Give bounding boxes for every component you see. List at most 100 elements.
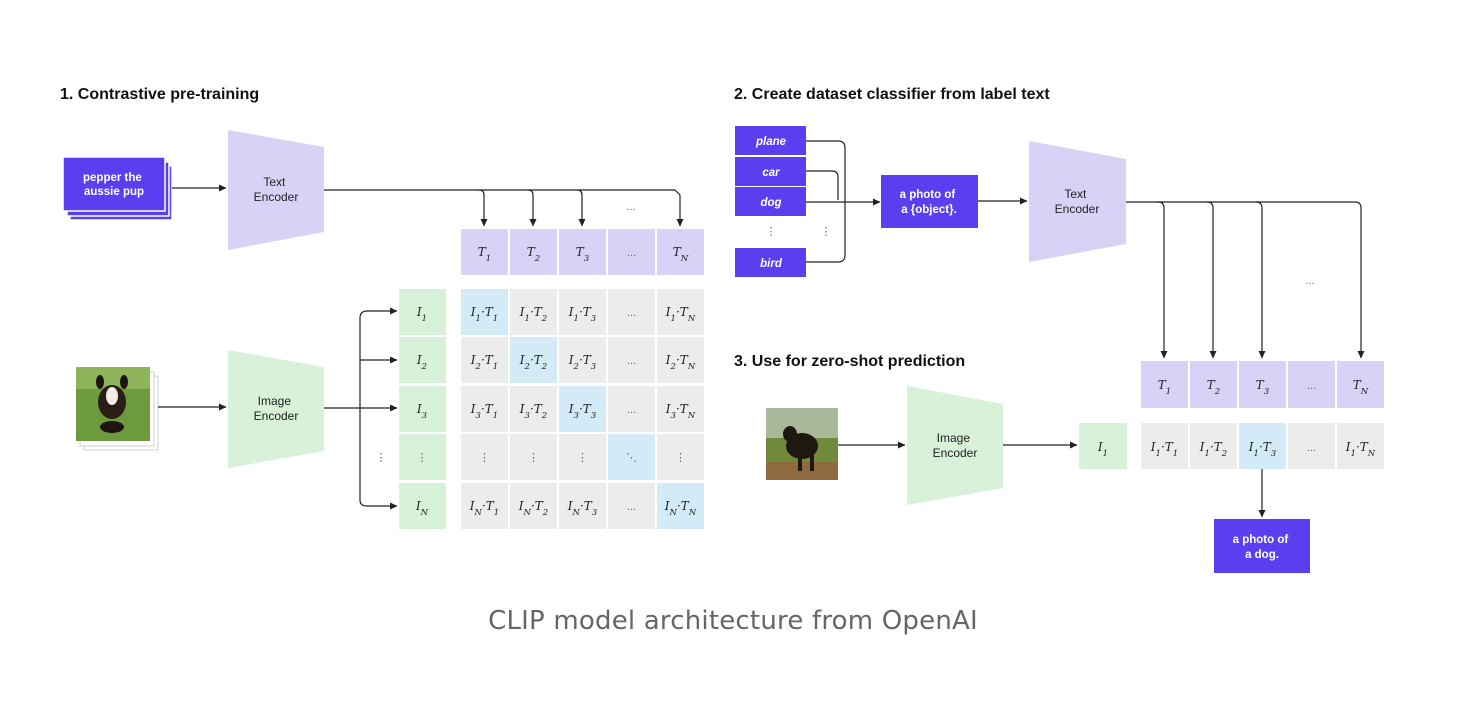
image-embedding-cell xyxy=(399,434,446,480)
matrix-cell xyxy=(510,289,557,335)
matrix-cell-diagonal xyxy=(657,483,704,529)
similarity-cell xyxy=(1288,423,1335,469)
matrix-cell-label: I2·T2 xyxy=(519,353,547,372)
matrix-cell-label: IN·T2 xyxy=(518,499,548,518)
text-encoder-2-label: Text Encoder xyxy=(1055,187,1100,216)
text-encoder-2-line-1: Text xyxy=(1064,187,1087,201)
matrix-cell-diagonal xyxy=(461,289,508,335)
text-embedding-label: T2 xyxy=(527,245,540,264)
matrix-cell-label: ... xyxy=(627,501,636,513)
image-embedding-cell xyxy=(399,337,446,383)
matrix-cell xyxy=(559,434,606,480)
class-label-bird xyxy=(735,248,806,277)
matrix-cell-label: ... xyxy=(627,404,636,416)
text-embedding-label: T3 xyxy=(1256,378,1269,397)
matrix-cell xyxy=(657,386,704,432)
matrix-cell-diagonal xyxy=(510,337,557,383)
matrix-cell-label: I1·T2 xyxy=(519,305,547,324)
matrix-cell xyxy=(461,386,508,432)
prediction-label: a photo of a dog. xyxy=(1233,534,1292,561)
matrix-cell-label: ... xyxy=(627,355,636,367)
similarity-cell-label: I1·TN xyxy=(1345,440,1376,459)
prediction-output: a photo of a dog. xyxy=(1214,519,1310,573)
image-embedding-label: IN xyxy=(415,499,429,518)
label-list-vdots: ⋮ xyxy=(766,226,777,238)
zs-image-embedding-label: I1 xyxy=(1097,440,1108,459)
text-embedding-cell xyxy=(559,229,606,275)
text-encoder-2: Text Encoder xyxy=(1029,141,1126,262)
image-encoder-2-label: Image Encoder xyxy=(933,431,978,460)
matrix-cell-label: I1·T1 xyxy=(470,305,498,324)
image-encoder-2-line-2: Encoder xyxy=(933,446,978,460)
image-encoder-label: Image Encoder xyxy=(254,394,299,423)
class-label-text: bird xyxy=(760,258,783,270)
text-encoder-line-2: Encoder xyxy=(254,190,299,204)
image-embedding-label: I2 xyxy=(416,353,427,372)
image-encoder-2: Image Encoder xyxy=(907,386,1003,505)
similarity-cell-label: I1·T3 xyxy=(1248,440,1276,459)
text-encoder: Text Encoder xyxy=(228,130,324,250)
matrix-cell-label: ⋮ xyxy=(479,452,490,464)
text-embedding-label: T3 xyxy=(576,245,589,264)
matrix-cell-diagonal xyxy=(608,434,655,480)
text-embedding-cell xyxy=(1141,361,1188,408)
matrix-cell xyxy=(461,483,508,529)
matrix-cell-label: I2·T3 xyxy=(568,353,596,372)
zs-image-embedding: I1 xyxy=(1079,423,1127,469)
class-label-text: plane xyxy=(755,136,787,148)
matrix-cell xyxy=(608,289,655,335)
matrix-cell-label: I3·T3 xyxy=(568,402,596,421)
text-embedding-label: ... xyxy=(1307,380,1316,392)
matrix-cell xyxy=(559,483,606,529)
image-encoder-line-1: Image xyxy=(258,394,292,408)
matrix-cell xyxy=(559,337,606,383)
matrix-cell xyxy=(608,386,655,432)
image-encoder-line-2: Encoder xyxy=(254,409,299,423)
text-embedding-cell xyxy=(1239,361,1286,408)
matrix-cell xyxy=(657,434,704,480)
text-embedding-cell xyxy=(510,229,557,275)
similarity-cell xyxy=(1141,423,1188,469)
matrix-cell-label: I3·TN xyxy=(665,402,696,421)
similarity-cell xyxy=(1337,423,1384,469)
input-image-stack xyxy=(76,367,159,451)
fanout-ellipsis: ... xyxy=(626,201,635,213)
template-line-2: a {object}. xyxy=(901,204,957,216)
class-label-dog xyxy=(735,187,806,216)
prediction-line-1: a photo of xyxy=(1233,534,1289,546)
matrix-cell-label: I1·T3 xyxy=(568,305,596,324)
matrix-cell-diagonal xyxy=(559,386,606,432)
matrix-cell-label: I2·TN xyxy=(665,353,696,372)
matrix-cell xyxy=(657,337,704,383)
image-embedding-label: ⋮ xyxy=(417,452,428,464)
text-embedding-label: ... xyxy=(627,247,636,259)
text-embedding-label: T1 xyxy=(1158,378,1171,397)
image-encoder-2-line-1: Image xyxy=(937,431,971,445)
matrix-cell-label: I3·T1 xyxy=(470,402,498,421)
label-connectors xyxy=(806,140,881,263)
matrix-cell-label: ... xyxy=(627,307,636,319)
matrix-cell-label: IN·TN xyxy=(664,499,697,518)
prediction-line-2: a dog. xyxy=(1245,549,1279,561)
section-title-zeroshot: 3. Use for zero-shot prediction xyxy=(734,353,965,370)
matrix-cell-label: I3·T2 xyxy=(519,402,547,421)
connector-vdots: ⋮ xyxy=(376,452,387,464)
matrix-cell-label: I1·TN xyxy=(665,305,696,324)
input-text-stack: pepper the aussie pup xyxy=(62,156,173,221)
matrix-cell-label: I2·T1 xyxy=(470,353,498,372)
matrix-cell-label: ⋮ xyxy=(675,452,686,464)
image-embedding-cell xyxy=(399,483,446,529)
text-embedding-cell xyxy=(1337,361,1384,408)
class-label-car xyxy=(735,157,806,186)
text-embedding-label: T2 xyxy=(1207,378,1220,397)
text-embedding-label: TN xyxy=(673,245,689,264)
class-label-plane xyxy=(735,126,806,155)
matrix-cell-label: ⋱ xyxy=(626,452,637,464)
text-embedding-cell xyxy=(608,229,655,275)
class-label-text: car xyxy=(762,167,780,179)
